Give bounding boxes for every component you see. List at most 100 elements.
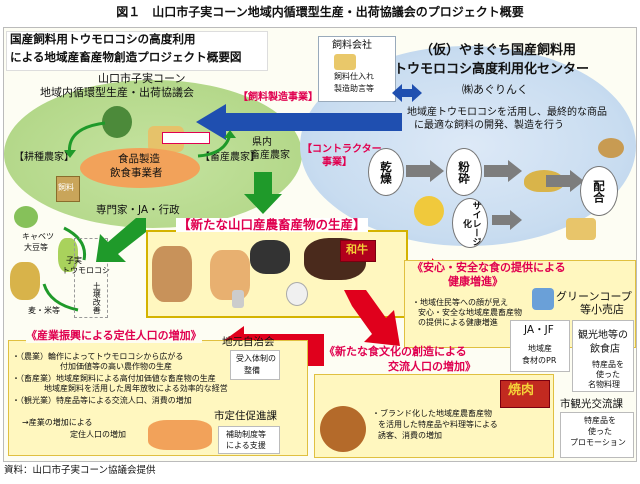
center-desc1: 地域産トウモロコシを活用し、最終的な商品: [407, 107, 607, 118]
autonomy-box: [230, 350, 280, 380]
safety-bullet-3: の提供による健康増進: [418, 318, 498, 327]
tourism-section-line4: プロモーション: [570, 438, 626, 447]
step-arrow-3-icon: [546, 170, 584, 192]
corn-grain-icon: [598, 138, 624, 158]
tourism-line5: 名物料理: [588, 380, 620, 389]
title-box: [6, 31, 268, 71]
step-silage: サイレージ化: [452, 198, 488, 248]
center-operator: ㈱あぐりんく: [462, 83, 528, 96]
milk-can-icon: [232, 290, 244, 308]
food-makers-line2: 飲食事業者: [110, 167, 163, 179]
cycle-arrow-left-icon: [64, 121, 106, 158]
tourism-section-line3: 使った: [588, 427, 612, 436]
safety-bullet-2: 安心・安全な地域産農畜産物: [418, 308, 522, 317]
crop-farmer-label: 【耕種農家】: [14, 152, 74, 163]
green-coop-line2: 等小売店: [580, 303, 624, 316]
employment-b1b: 付加価値等の高い農作物の生産: [60, 362, 172, 371]
autonomy-line2: 受入体制の: [236, 354, 276, 363]
feed-sack-icon: [334, 54, 356, 70]
dairy-cow-icon: [250, 240, 290, 274]
cabbage-line2: 大豆等: [24, 243, 48, 252]
tourism-section-line1: 市観光交流課: [560, 398, 623, 410]
tourism-line3: 特産品を: [592, 360, 624, 369]
chicken-icon: [286, 282, 308, 306]
crop-farmer-bg: [162, 132, 210, 144]
employment-b4: →産業の増加による: [22, 418, 93, 427]
feed-bag-icon: [566, 218, 596, 240]
corn-cob-icon: [414, 196, 444, 226]
figure-caption: 図１ 山口市子実コーン地域内循環型生産・出荷協議会のプロジェクト概要: [116, 5, 524, 19]
step-crush: 粉砕: [446, 148, 482, 196]
contractor-label-2: 事業】: [322, 157, 352, 168]
soil-label: 土壌改善: [92, 282, 102, 314]
experts-label: 専門家・JA・行政: [96, 204, 180, 216]
rotation-arrows-icon: [42, 226, 87, 312]
exchange-b3: 誘客、消費の増加: [378, 431, 442, 440]
step-arrow-4-icon: [492, 210, 522, 230]
settlement-box: [218, 426, 280, 454]
tourism-line1: 観光地等の: [578, 330, 628, 341]
to-exchange-arrow-icon: [344, 290, 400, 346]
exchange-head-1: 《新たな食文化の創造による: [324, 345, 467, 358]
center-title-line1: （仮）やまぐち国産飼料用: [420, 43, 577, 58]
farmer-family-icon: [152, 246, 192, 302]
wagyu-banner: [340, 240, 376, 262]
food-bowl-icon: [320, 406, 366, 452]
employment-b2b: 地域産飼料を活用した周年放牧による効率的な経営: [44, 384, 228, 393]
ja-line2: 地域産: [528, 344, 552, 353]
yakiniku-label: 焼肉: [508, 383, 535, 398]
yakiniku-sign: [500, 380, 550, 408]
store-icon: [532, 288, 554, 310]
title-line2: による地域産畜産物創造プロジェクト概要図: [10, 50, 242, 64]
tourism-line4: 使った: [596, 370, 620, 379]
feed-company-name: 飼料会社: [332, 40, 372, 51]
employment-head: 《産業振興による定住人口の増加》: [26, 329, 202, 343]
employment-b4b: 定住人口の増加: [70, 430, 126, 439]
cabbage-icon: [14, 206, 38, 228]
employment-b2: ・（畜産業）地域産飼料による高付加価値な畜産物の生産: [12, 374, 216, 383]
contractor-label-1: 【コントラクター: [302, 144, 382, 155]
safety-head-2: 健康増進》: [448, 275, 503, 288]
tourism-section-box: [560, 412, 634, 458]
feed-business-label: 【飼料製造事業】: [238, 92, 318, 103]
tourism-box: [572, 320, 634, 392]
contractor-arrow-icon: [244, 172, 282, 214]
autonomy-line1: 地元自治会: [222, 336, 275, 348]
livestock-farmer-label: 【畜産農家】: [200, 152, 260, 163]
exchange-b1: ・ブランド化した地域産農畜産物: [372, 409, 492, 418]
safety-head-1: 《安心・安全な食の提供による: [412, 261, 566, 274]
new-product-title: 【新たな山口産農畜産物の生産】: [176, 217, 368, 233]
step-arrow-1-icon: [406, 160, 444, 182]
food-makers-ellipse: [80, 148, 200, 188]
wheat-icon: [10, 262, 40, 300]
tourism-line2: 飲食店: [590, 344, 620, 355]
step-dry: 乾燥: [368, 148, 404, 196]
step-arrow-2-icon: [484, 160, 522, 182]
exchange-double-arrow-icon: [392, 84, 422, 102]
settlement-line2: 補助制度等: [226, 430, 266, 439]
autonomy-line3: 整備: [244, 366, 260, 375]
feed-company-line3: 製造助言等: [334, 84, 374, 93]
employment-b1: ・（農業）輪作によってトウモロコシから広がる: [12, 352, 184, 361]
corn-plant-icon: [58, 238, 78, 272]
soil-column: [74, 238, 108, 318]
wheat-label: 麦・米等: [28, 306, 60, 315]
tourism-section-line2: 特産品を: [584, 416, 616, 425]
step-mix: 配合: [580, 166, 618, 216]
feed-company-box: [318, 36, 396, 102]
title-line1: 国産飼料用トウモロコシの高度利用: [10, 32, 196, 46]
exchange-b2: を活用した特産品や料理等による: [378, 420, 498, 429]
corn-label-2: トウモロコシ: [62, 266, 110, 275]
feed-bag-label: 飼料: [58, 183, 74, 192]
food-makers-line1: 食品製造: [118, 153, 160, 165]
settlement-line3: による支援: [226, 441, 266, 450]
feed-bag-small: [56, 176, 80, 202]
ja-line3: 食材のPR: [522, 356, 557, 365]
cycle-arrow-right-icon: [197, 130, 236, 158]
center-desc2: に最適な飼料の開発、製造を行う: [414, 120, 564, 131]
farmer-icon: [102, 106, 132, 138]
wagyu-label: 和牛: [346, 243, 368, 256]
employment-b3: ・（観光業）特産品等による交流人口、消費の増加: [12, 396, 192, 405]
center-title-line2: トウモロコシ高度利用化センター: [394, 62, 590, 77]
council-line1: 山口市子実コーン: [98, 72, 186, 85]
